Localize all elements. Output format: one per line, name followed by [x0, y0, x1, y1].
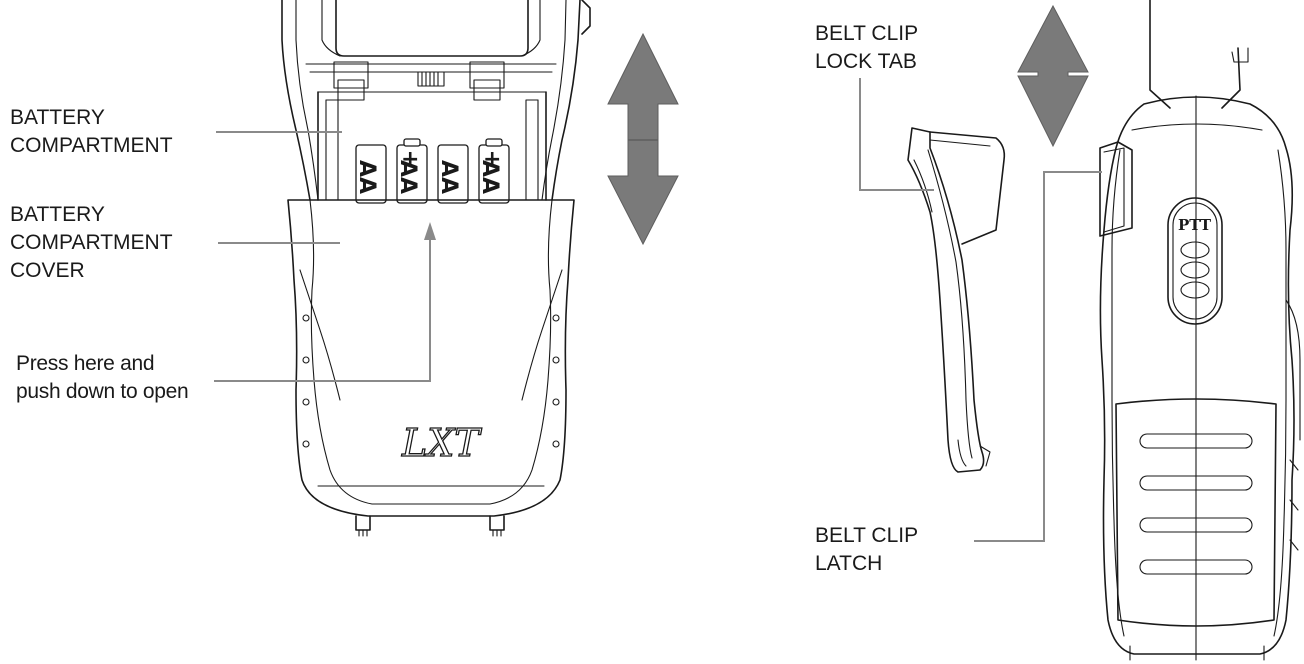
- svg-text:AA: AA: [395, 160, 420, 194]
- slide-double-arrow: [607, 32, 679, 246]
- battery-plus-mark: +: [401, 147, 419, 172]
- battery-plus-mark: +: [483, 147, 501, 172]
- label-belt-clip-latch: BELT CLIP LATCH: [815, 524, 919, 575]
- label-battery-compartment-cover: BATTERY COMPARTMENT COVER: [10, 203, 173, 282]
- aa-batteries: AA AA AA AA + +: [354, 138, 510, 204]
- label-press-here: Press here and push down to open: [16, 352, 189, 403]
- leader-belt-clip-latch: [974, 171, 1102, 542]
- label-battery-compartment: BATTERY COMPARTMENT: [10, 106, 173, 157]
- battery-compartment-cover: LXT: [287, 199, 575, 537]
- radio-side-view: PTT: [1099, 0, 1301, 661]
- belt-clip: [907, 4, 1089, 473]
- svg-text:AA: AA: [354, 160, 379, 194]
- lxt-logo: LXT: [401, 421, 482, 465]
- ptt-label: PTT: [1178, 216, 1212, 234]
- svg-text:AA: AA: [477, 160, 502, 194]
- radio-back-view: AA AA AA AA + + LXT: [214, 0, 591, 537]
- leader-belt-clip-lock-tab: [859, 78, 934, 191]
- svg-text:AA: AA: [436, 160, 461, 194]
- label-belt-clip-lock-tab: BELT CLIP LOCK TAB: [815, 22, 919, 73]
